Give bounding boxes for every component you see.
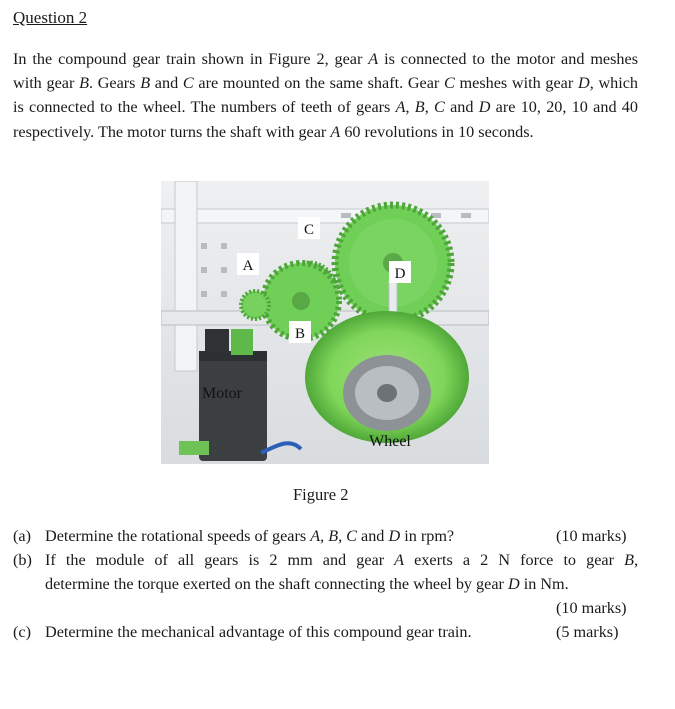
question-a-marks: (10 marks) <box>556 527 627 545</box>
question-b-letter: (b) <box>13 551 32 569</box>
question-c-letter: (c) <box>13 623 31 641</box>
label-b: B <box>295 326 305 342</box>
question-c-marks: (5 marks) <box>556 623 619 641</box>
figure-caption: Figure 2 <box>293 485 349 504</box>
label-motor: Motor <box>202 385 243 402</box>
gear-a <box>239 289 271 321</box>
label-a: A <box>243 258 254 274</box>
question-c-text: Determine the mechanical advantage of th… <box>45 623 472 641</box>
label-wheel: Wheel <box>369 433 411 450</box>
frame-rail-left <box>174 180 198 372</box>
motor-body <box>199 351 267 461</box>
question-a-text: Determine the rotational speeds of gears… <box>45 527 455 545</box>
question-intro: In the compound gear train shown in Figu… <box>13 50 639 141</box>
question-b-marks: (10 marks) <box>556 599 627 617</box>
question-a-letter: (a) <box>13 527 31 545</box>
question-b-text-line1: If the module of all gears is 2 mm and g… <box>45 551 638 569</box>
motor-cable <box>260 441 303 455</box>
label-d: D <box>395 266 406 282</box>
figure-2-photo: C A D B Motor Wheel <box>160 180 490 464</box>
question-heading: Question 2 <box>13 8 88 27</box>
label-c: C <box>304 222 314 238</box>
question-b-text-line2: determine the torque exerted on the shaf… <box>45 575 569 593</box>
